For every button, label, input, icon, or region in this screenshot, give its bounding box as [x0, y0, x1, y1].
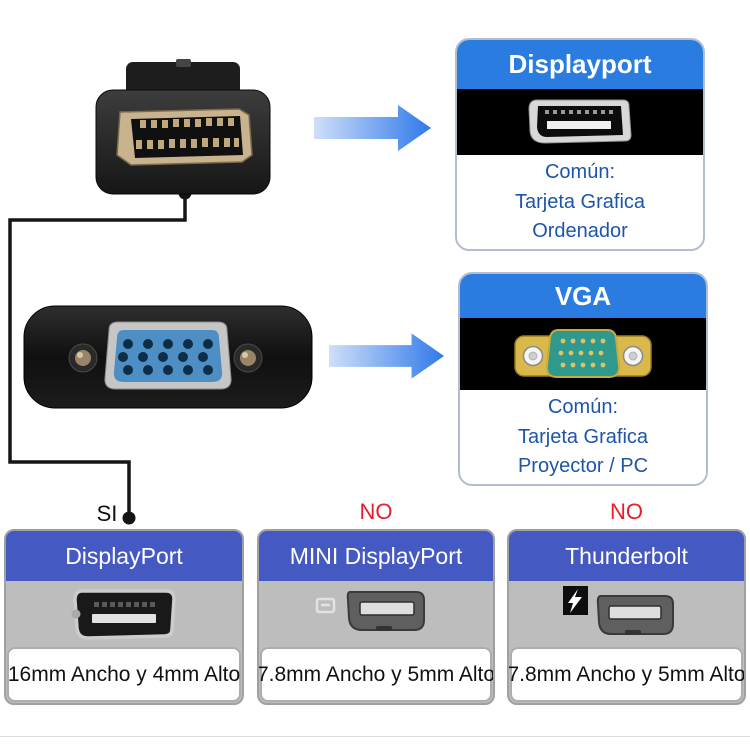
compat-card-title: DisplayPort: [6, 531, 242, 581]
use-line: Ordenador: [532, 219, 628, 242]
displayport-male-connector-photo: [95, 59, 271, 195]
compat-card-image: [509, 581, 744, 646]
use-line: Tarjeta Grafica: [517, 425, 649, 448]
displayport-card-text: Común: Tarjeta Grafica Ordenador: [457, 155, 703, 249]
compat-card-size: 7.8mm Ancho y 5mm Alto: [259, 647, 493, 702]
compat-card-title: Thunderbolt: [509, 531, 744, 581]
vga-card-text: Común: Tarjeta Grafica Proyector / PC: [460, 390, 706, 484]
compat-card-size: 16mm Ancho y 4mm Alto: [7, 647, 241, 702]
vga-male-connector-icon: [514, 329, 652, 378]
verdict-no-label: NO: [610, 499, 643, 524]
compat-card-displayport: DisplayPort 16mm Ancho y 4mm Alto: [4, 529, 244, 705]
vga-card-photo: [460, 318, 706, 390]
compat-card-title: MINI DisplayPort: [259, 531, 493, 581]
lightning-bolt-icon: [567, 588, 582, 613]
compat-card-size: 7.8mm Ancho y 5mm Alto: [509, 647, 744, 702]
mini-displayport-connector-icon: [315, 590, 425, 631]
compat-card-thunderbolt: Thunderbolt 7.8mm Ancho y 5mm Alto: [507, 529, 746, 705]
common-label: Común:: [547, 396, 619, 419]
verdict-si-label: SI: [96, 501, 118, 526]
use-line: Tarjeta Grafica: [514, 190, 646, 213]
verdict-no-label: NO: [359, 499, 393, 524]
arrow-right-icon: [314, 105, 431, 151]
displayport-card-title: Displayport: [457, 40, 703, 89]
arrow-right-icon: [329, 333, 445, 379]
compat-card-image: [259, 581, 493, 646]
thunderbolt-connector-icon: [562, 585, 674, 635]
displayport-port-icon: [528, 99, 632, 144]
page-divider: [0, 736, 750, 737]
displayport-info-card: Displayport Común: Tarjeta Grafica Orden…: [455, 38, 705, 251]
vga-female-adapter-photo: [23, 305, 313, 409]
use-line: Proyector / PC: [517, 454, 649, 477]
vga-info-card: VGA Común: Tarjeta Gr: [458, 272, 708, 486]
vga-card-title: VGA: [460, 274, 706, 318]
displayport-connector-icon: [71, 588, 176, 640]
common-label: Común:: [544, 161, 616, 184]
compat-card-image: [6, 581, 242, 646]
compat-card-mini-displayport: MINI DisplayPort 7.8mm Ancho y 5mm Alto: [257, 529, 495, 705]
displayport-card-photo: [457, 89, 703, 155]
